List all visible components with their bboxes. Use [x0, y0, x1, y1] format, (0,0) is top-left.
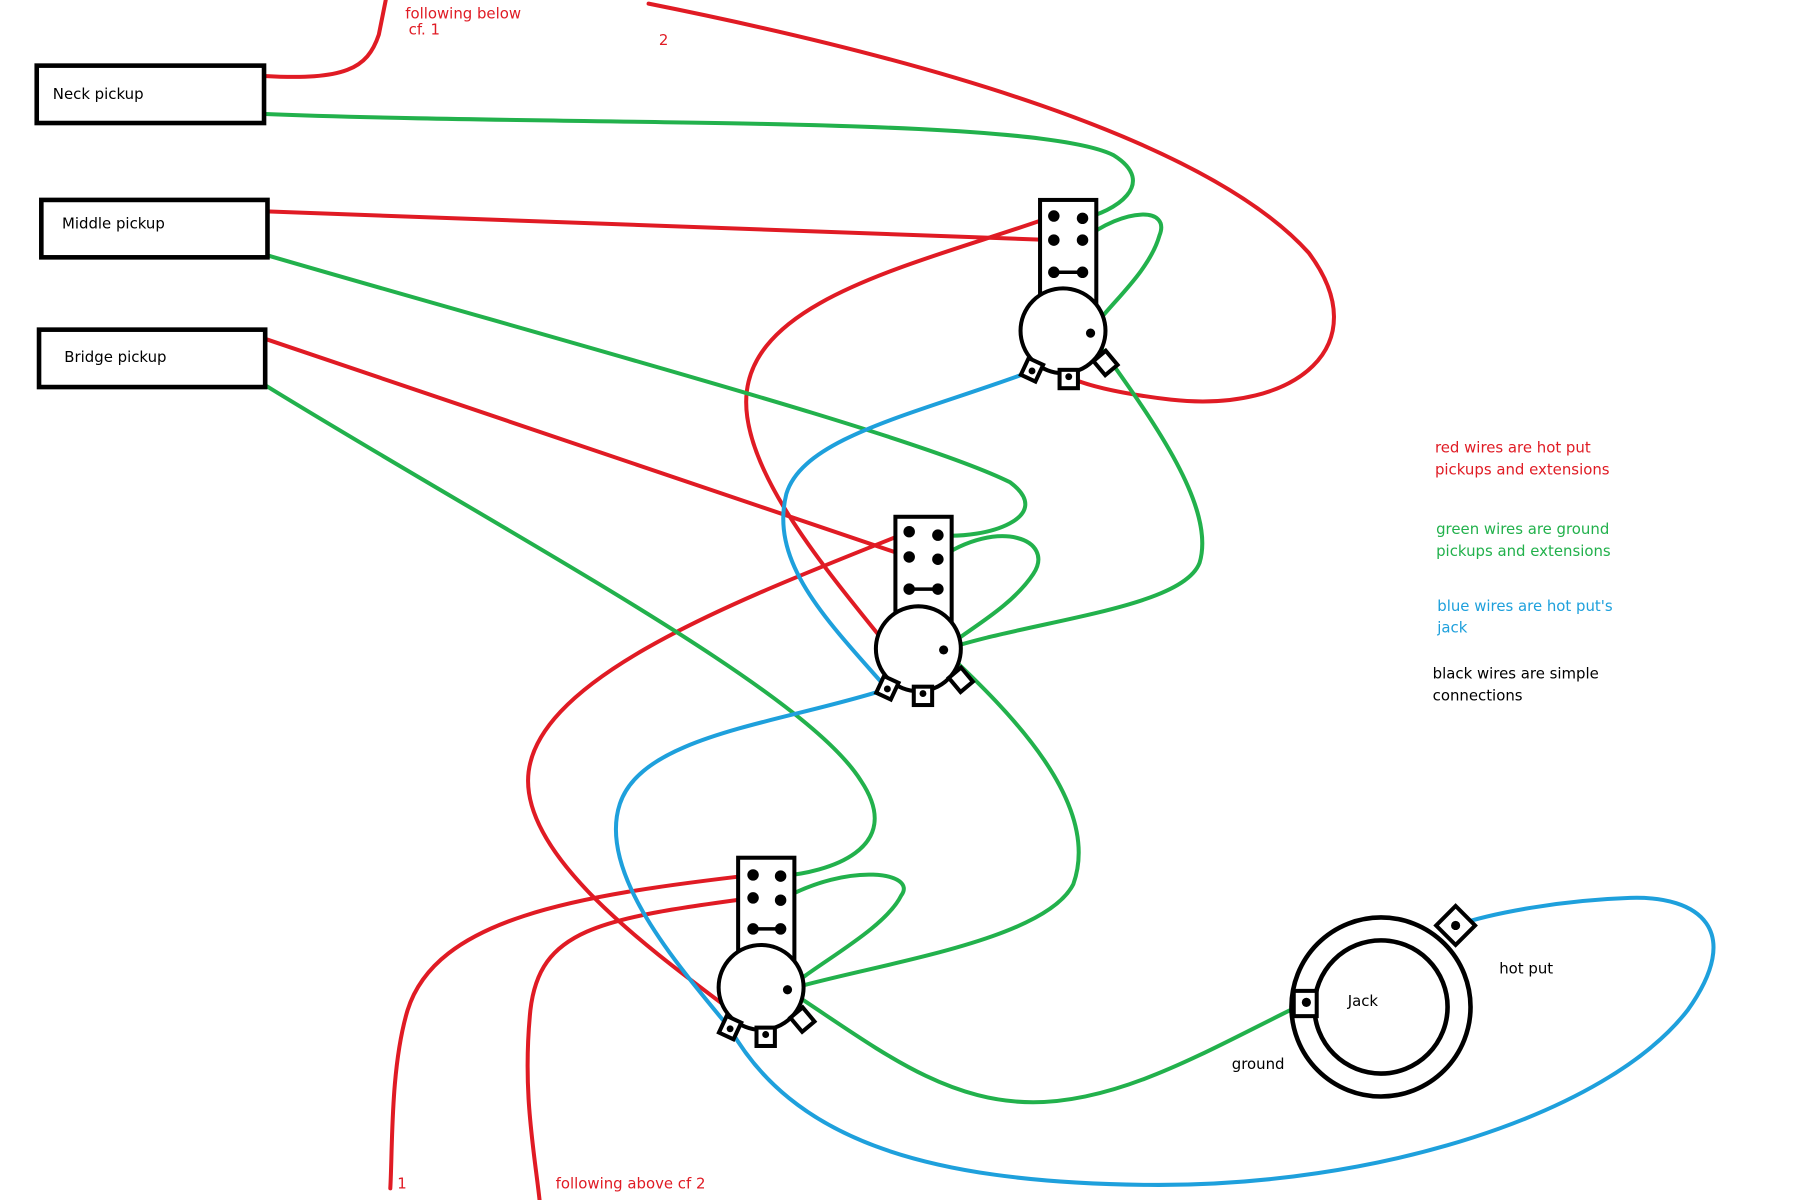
legend-black-line1: black wires are simple	[1433, 665, 1599, 683]
bottom-marker: 1	[397, 1174, 406, 1192]
legend: red wires are hot put pickups and extens…	[1433, 438, 1613, 704]
middle-pickup-label: Middle pickup	[62, 215, 165, 233]
green-wire-bridge	[264, 383, 877, 879]
green-wire-pot2-to-pot3	[785, 647, 1081, 992]
hot-put-label: hot put	[1499, 960, 1553, 978]
blue-wire-to-jack	[728, 895, 1716, 1187]
legend-red-line2: pickups and extensions	[1435, 460, 1610, 478]
red-wire-pot2-to-pot3	[526, 529, 912, 1039]
green-wire-ground-to-jack	[785, 987, 1309, 1105]
green-wire-neck	[259, 111, 1135, 221]
red-wire-neck-out	[262, 0, 388, 79]
green-wire-pot3-loop	[778, 872, 906, 992]
red-wire-ext2	[525, 895, 756, 1200]
legend-blue-line2: jack	[1436, 619, 1467, 637]
red-wire-middle	[264, 209, 1056, 243]
pot-3[interactable]	[716, 855, 818, 1048]
red-wire-top-loop	[646, 1, 1336, 404]
bridge-pickup[interactable]: Bridge pickup	[36, 327, 268, 390]
blue-wire-pot1-to-pot2	[781, 368, 1035, 691]
legend-black-line2: connections	[1433, 686, 1523, 704]
legend-blue-line1: blue wires are hot put's	[1437, 597, 1613, 615]
red-wire-pot1-to-pot2	[744, 213, 1056, 696]
jack[interactable]: Jack	[1289, 903, 1478, 1099]
top-note-line2: cf. 1	[409, 21, 440, 39]
blue-wire-pot2-to-pot3	[613, 686, 890, 1031]
bridge-pickup-label: Bridge pickup	[64, 348, 166, 366]
neck-pickup-label: Neck pickup	[53, 85, 144, 103]
red-wire-ext1	[388, 872, 756, 1191]
pot-1[interactable]	[1018, 197, 1121, 391]
red-wire-bridge	[259, 335, 912, 559]
top-marker: 2	[659, 31, 668, 49]
jack-label: Jack	[1347, 992, 1379, 1010]
middle-pickup[interactable]: Middle pickup	[39, 197, 270, 260]
bottom-note: following above cf 2	[556, 1174, 706, 1192]
wires	[259, 0, 1716, 1200]
green-wire-pot2-loop	[935, 534, 1041, 652]
legend-green-line1: green wires are ground	[1436, 520, 1609, 538]
pot-2[interactable]	[873, 514, 976, 708]
green-wire-pot1-to-pot2	[941, 331, 1205, 652]
green-wire-middle	[264, 253, 1028, 538]
top-note-line1: following below	[405, 5, 521, 23]
green-wire-pot1-loop	[1080, 212, 1164, 336]
legend-green-line2: pickups and extensions	[1436, 542, 1611, 560]
neck-pickup[interactable]: Neck pickup	[34, 63, 267, 126]
legend-red-line1: red wires are hot put	[1435, 438, 1591, 456]
ground-label: ground	[1232, 1055, 1285, 1073]
